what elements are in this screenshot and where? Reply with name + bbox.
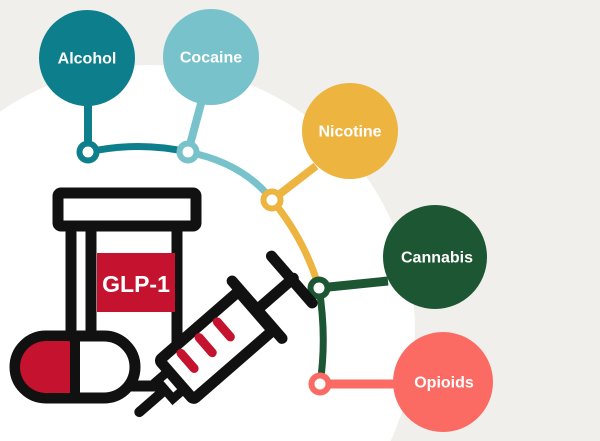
node-bubbles: Alcohol Cocaine Nicotine Cannabis Opioid… <box>39 9 493 432</box>
capsule-pill <box>9 330 141 404</box>
glp1-label-background <box>97 253 175 312</box>
joint-cocaine[interactable] <box>176 140 200 164</box>
node-alcohol[interactable]: Alcohol <box>39 10 135 106</box>
pill-bottle-cap <box>52 187 202 232</box>
bubble-opioids[interactable] <box>393 332 493 432</box>
bubble-label-cocaine: Cocaine <box>180 50 242 67</box>
syringe <box>134 250 318 418</box>
bubble-nicotine[interactable] <box>302 83 398 179</box>
glp1-label-text: GLP-1 <box>102 271 170 297</box>
bubble-label-opioids: Opioids <box>414 375 474 392</box>
bubble-cocaine[interactable] <box>163 9 259 105</box>
syringe-graduation-mark <box>176 348 199 373</box>
glp1-medication-illustration: GLP-1 <box>9 187 318 418</box>
syringe-plunger-rod <box>251 272 299 316</box>
node-cocaine[interactable]: Cocaine <box>163 9 259 105</box>
stem-cannabis <box>318 276 389 293</box>
node-cannabis[interactable]: Cannabis <box>383 205 487 309</box>
joint-cannabis[interactable] <box>307 276 331 300</box>
syringe-graduation-mark <box>194 333 217 358</box>
capsule-red-half <box>20 341 75 393</box>
syringe-graduations <box>176 317 235 373</box>
joint-nicotine[interactable] <box>260 188 284 212</box>
node-nicotine[interactable]: Nicotine <box>302 83 398 179</box>
connector-joints <box>76 140 332 396</box>
joint-alcohol[interactable] <box>76 140 100 164</box>
bubble-label-alcohol: Alcohol <box>58 51 117 68</box>
joint-opioids[interactable] <box>308 372 332 396</box>
node-opioids[interactable]: Opioids <box>393 332 493 432</box>
syringe-thumb-rest <box>265 250 318 309</box>
syringe-graduation-mark <box>212 317 235 342</box>
bubble-alcohol[interactable] <box>39 10 135 106</box>
bubble-label-cannabis: Cannabis <box>401 250 473 267</box>
bubble-cannabis[interactable] <box>383 205 487 309</box>
bubble-label-nicotine: Nicotine <box>318 124 381 141</box>
